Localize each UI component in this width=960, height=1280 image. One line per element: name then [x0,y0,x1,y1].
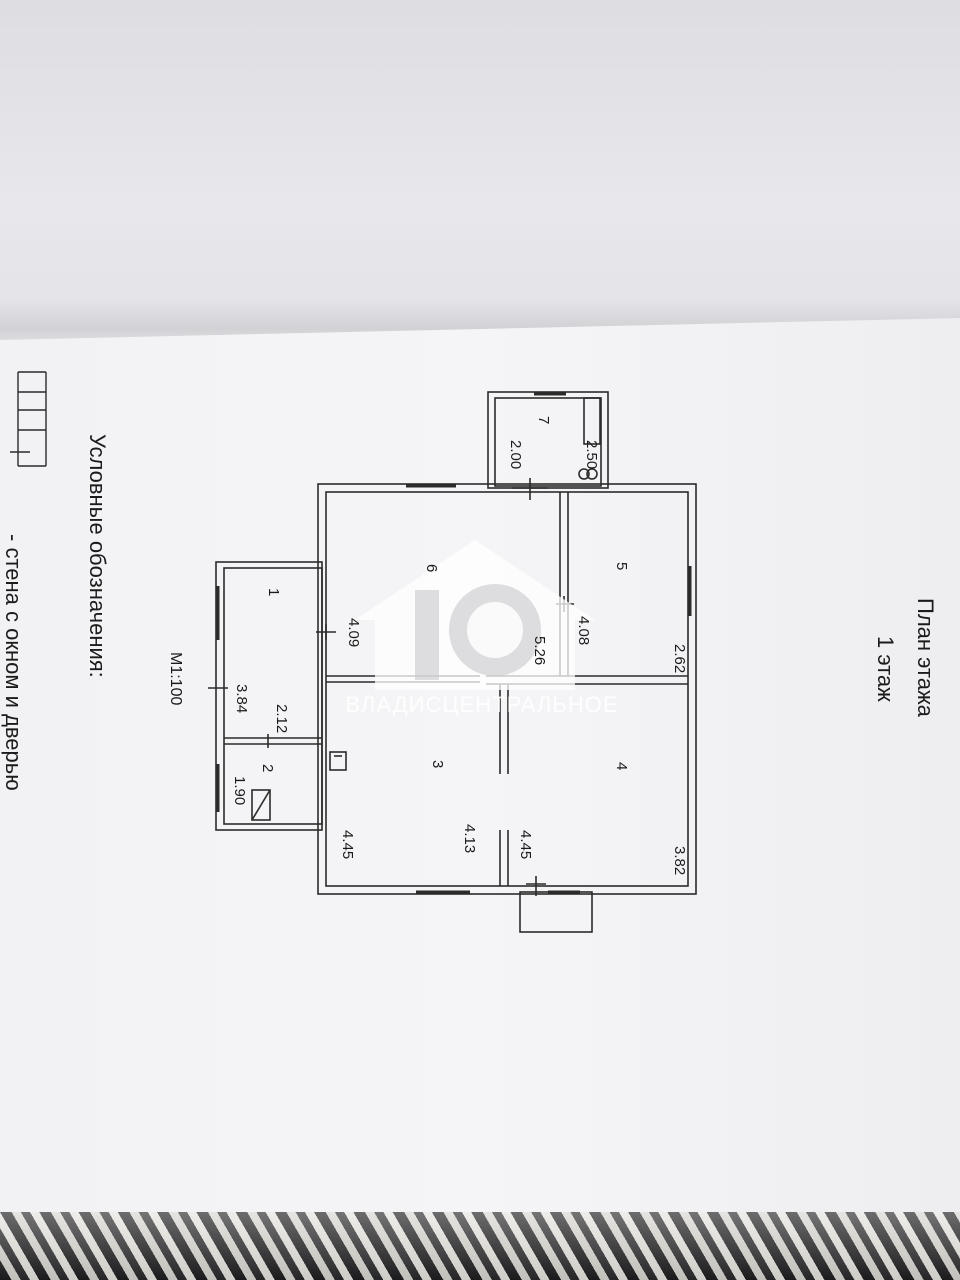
document-sheet [0,318,960,1230]
plan-floor: 1 этаж [873,636,898,702]
room-dimension: 1.90 [231,776,248,806]
room-dimension: 3.82 [671,846,688,876]
watermark-text: ВЛАДИСЦЕНТРАЛЬНОЕ [345,692,619,717]
room-dimension: 4.08 [575,616,592,646]
room-dimension: 2.50 [583,440,600,470]
fabric-shade [0,1212,960,1280]
legend-item-wall: - стена с окном и дверью [1,534,26,791]
room-dimension: 2.12 [273,704,290,734]
room-dimension: 4.13 [461,824,478,854]
room-number: 6 [423,564,440,573]
room-number: 7 [535,416,552,425]
room-number: 5 [613,562,630,571]
background-page [0,0,960,340]
room-dimension: 4.45 [339,830,356,860]
room-number: 1 [265,588,282,597]
room-dimension: 4.45 [517,830,534,860]
room-number: 4 [613,762,630,771]
room-dimension: 2.00 [507,440,524,470]
room-dimension: 5.26 [531,636,548,666]
table-fabric [0,1212,960,1280]
room-dimension: 4.09 [345,618,362,648]
legend-wall-icon [10,371,47,467]
room-number: 3 [429,760,446,769]
plan-scale: М1:100 [167,652,184,706]
room-dimension: 2.62 [671,644,688,674]
room-dimension: 3.84 [233,684,250,714]
outer-wall [317,483,697,895]
legend-heading: Условные обозначения: [85,434,110,678]
room-number: 2 [259,764,276,773]
porch [519,891,593,933]
plan-title: План этажа [913,598,938,717]
watermark-logo-icon [355,540,595,690]
